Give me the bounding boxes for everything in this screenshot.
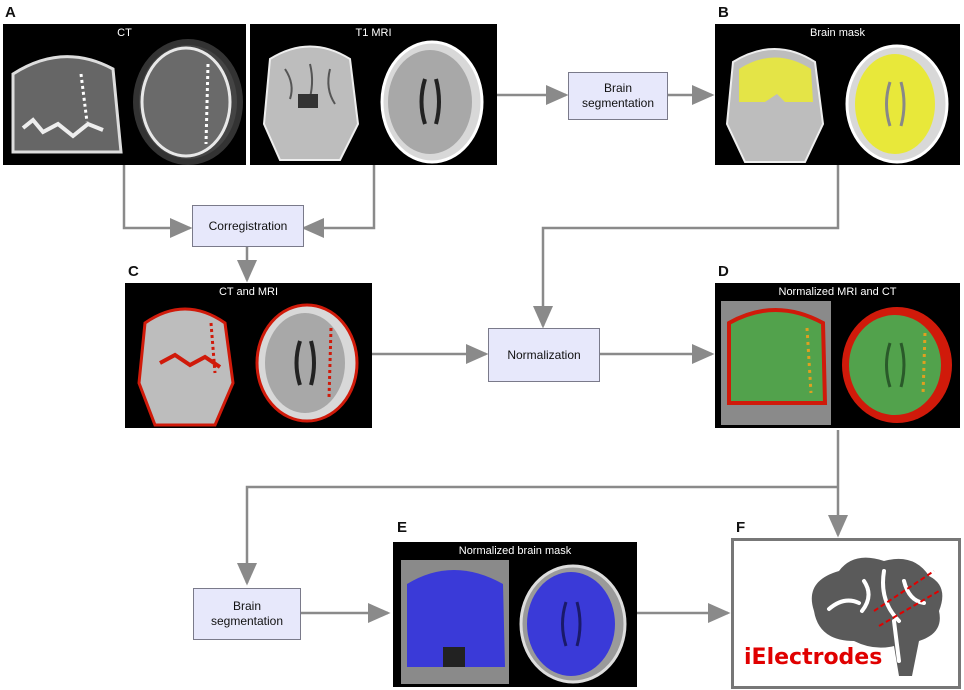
ct-image-title: CT — [117, 27, 132, 39]
ct-and-mri-title: CT and MRI — [218, 286, 279, 298]
ct-scans-graphic — [11, 39, 243, 165]
brain-logo-icon — [811, 557, 943, 676]
ct-and-mri-graphic — [137, 303, 359, 427]
panel-letter-a: A — [5, 4, 16, 21]
coregistration-box: Corregistration — [192, 205, 304, 247]
brain-mask-graphic — [725, 44, 949, 164]
arrow-ct-to-coregistration — [122, 165, 193, 238]
ielectrodes-logo-text: iElectrodes — [744, 645, 883, 670]
arrow-d-to-bottom-segmentation — [237, 485, 838, 586]
ielectrodes-logo-box: iElectrodes — [731, 538, 961, 689]
normalized-brain-mask-graphic — [401, 560, 627, 684]
normalized-mri-ct-graphic — [721, 301, 952, 425]
ct-image: CT — [3, 24, 246, 165]
panel-letter-c: C — [128, 263, 139, 280]
brain-segmentation-top-box: Brain segmentation — [568, 72, 668, 120]
normalized-brain-mask-image: Normalized brain mask — [393, 542, 637, 687]
normalized-mri-ct-image: Normalized MRI and CT — [715, 283, 960, 428]
arrow-mri-to-coregistration — [301, 165, 376, 238]
mri-image-title: T1 MRI — [355, 27, 392, 39]
brain-segmentation-bottom-box: Brain segmentation — [193, 588, 301, 640]
mri-scans-graphic — [262, 40, 484, 164]
normalization-box: Normalization — [488, 328, 600, 382]
mri-image: T1 MRI — [250, 24, 497, 165]
brain-mask-title: Brain mask — [809, 27, 866, 39]
ct-and-mri-image: CT and MRI — [125, 283, 372, 428]
panel-letter-f: F — [736, 519, 746, 536]
normalized-mri-ct-title: Normalized MRI and CT — [778, 286, 897, 298]
panel-letter-d: D — [718, 263, 729, 280]
normalized-brain-mask-title: Normalized brain mask — [458, 545, 572, 557]
arrow-b-to-normalization — [533, 165, 840, 329]
panel-letter-e: E — [397, 519, 408, 536]
panel-letter-b: B — [718, 4, 729, 21]
brain-mask-image: Brain mask — [715, 24, 960, 165]
